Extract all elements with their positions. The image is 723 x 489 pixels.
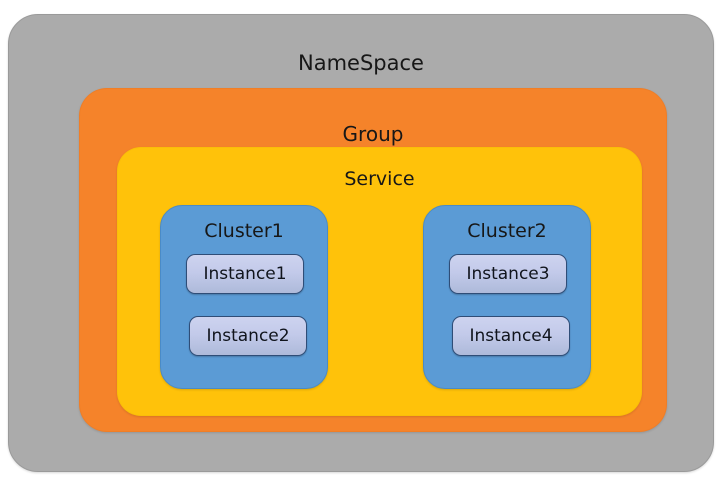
cluster-container[interactable]: Cluster2 Instance3 Instance4 [423,205,591,389]
instance-box[interactable]: Instance4 [452,316,570,356]
instance-box[interactable]: Instance1 [186,254,304,294]
instance-label: Instance4 [469,326,553,346]
namespace-label: NameSpace [298,51,424,75]
instance-label: Instance3 [466,264,550,284]
instance-box[interactable]: Instance2 [189,316,307,356]
group-container[interactable]: Group Service Cluster1 Instance1 Instanc… [79,88,667,432]
cluster-container[interactable]: Cluster1 Instance1 Instance2 [160,205,328,389]
service-label: Service [344,168,415,190]
cluster-label: Cluster2 [467,220,547,242]
namespace-container[interactable]: NameSpace Group Service Cluster1 Instanc… [8,14,714,472]
instance-label: Instance2 [206,326,290,346]
cluster-label: Cluster1 [204,220,284,242]
instance-label: Instance1 [203,264,287,284]
service-container[interactable]: Service Cluster1 Instance1 Instance2 Clu… [117,147,642,416]
instance-box[interactable]: Instance3 [449,254,567,294]
group-label: Group [342,122,404,146]
